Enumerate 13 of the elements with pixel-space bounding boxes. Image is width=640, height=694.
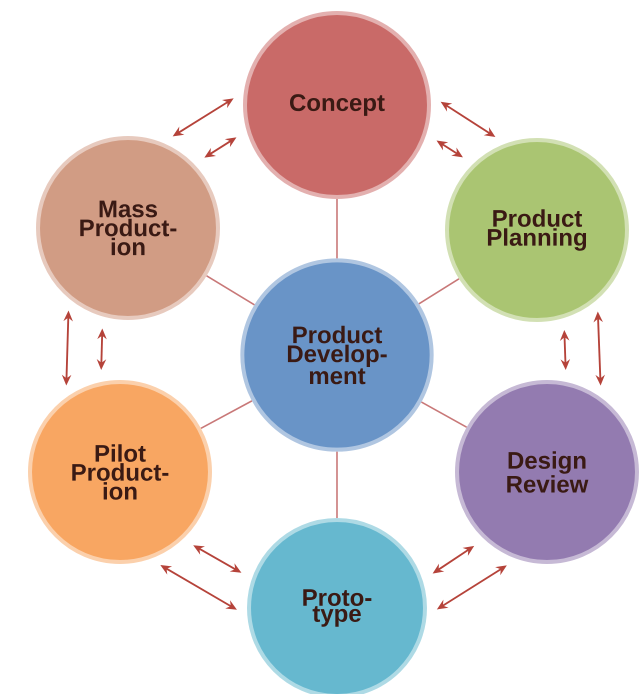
circle-node: Concept	[243, 11, 431, 199]
circle-node: Proto- type	[247, 518, 427, 694]
spoke-line	[421, 401, 468, 428]
spoke-line	[336, 199, 338, 258]
spoke-line	[206, 275, 255, 306]
spoke-line	[418, 278, 460, 304]
circle-node: Design Review	[455, 380, 639, 564]
spoke-line	[200, 400, 252, 430]
spoke-line	[336, 452, 338, 518]
circle-node: Product Develop- ment	[240, 258, 434, 452]
circle-node: Pilot Product- ion	[28, 380, 212, 564]
circle-node: Product Planning	[445, 138, 629, 322]
circle-node: Mass Product- ion	[36, 136, 220, 320]
